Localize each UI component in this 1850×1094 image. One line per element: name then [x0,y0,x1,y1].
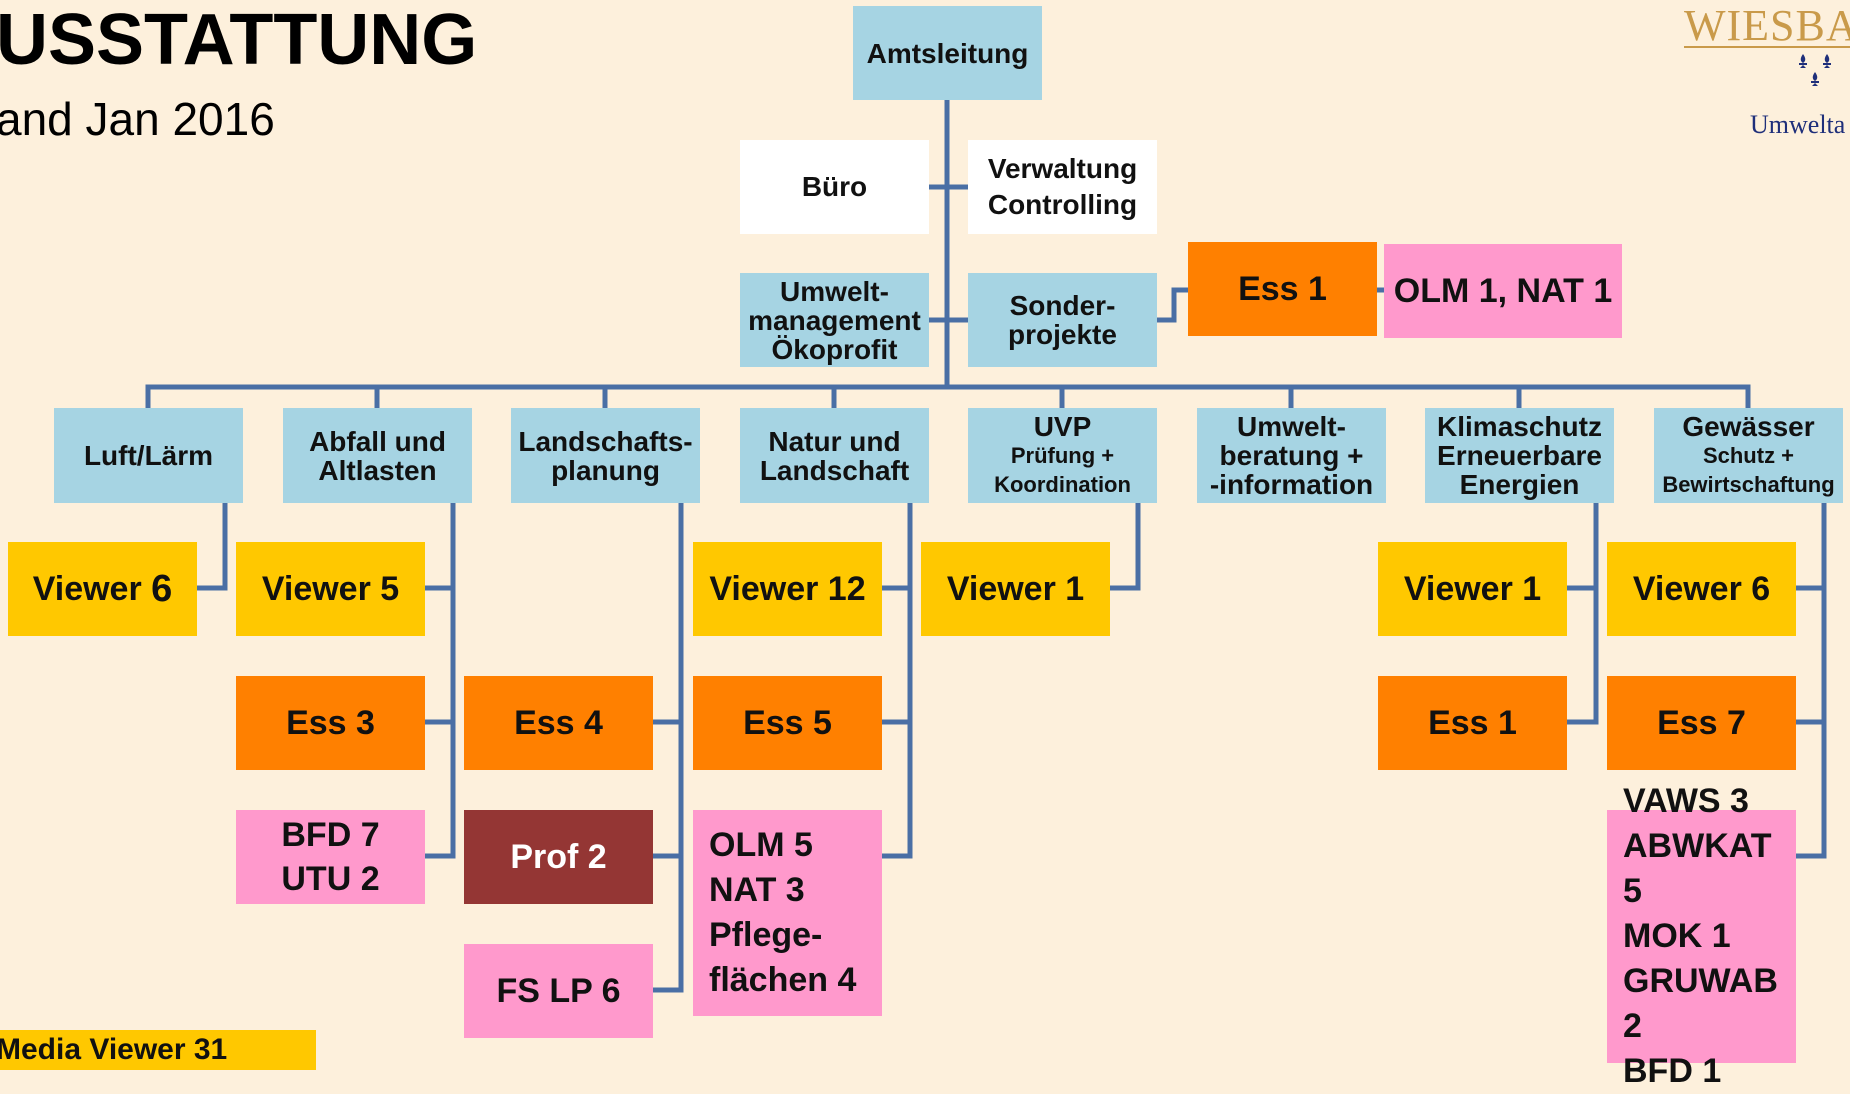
abfall-viewer-box: Viewer 5 [236,542,425,636]
gewaesser-pink-line4: GRUWAB 2 [1623,962,1778,1045]
dept-umweltberatung-line2: beratung + [1219,440,1364,471]
landschaft-prof-label: Prof 2 [510,837,607,876]
natur-viewer-label: Viewer 12 [709,569,866,608]
dept-umweltberatung-line3: -information [1209,469,1374,500]
dept-gewaesser-line1: Gewässer [1682,411,1815,442]
natur-pink-line3: Pflege- [709,916,823,954]
sonder-ess-label: Ess 1 [1238,269,1327,308]
dept-abfall-line2: Altlasten [318,454,437,486]
dept-abfall-line1: Abfall und [309,425,446,457]
sonder-ess-box: Ess 1 [1188,242,1377,336]
gewaesser-pink-line3: MOK 1 [1623,917,1731,955]
landschaft-ess-label: Ess 4 [514,703,603,742]
logo-wordmark: WIESBA [1684,1,1850,50]
dept-landschaftsplanung: Landschafts-planung [511,408,700,503]
gewaesser-pink-line5: BFD 1 [1623,1052,1722,1090]
buero-box: Büro [740,140,929,234]
natur-pink-box: OLM 5 NAT 3 Pflege-flächen 4 [693,810,882,1016]
dept-gewaesser-line2: Schutz + [1702,443,1795,468]
gewaesser-pink-line1: VAWS 3 [1623,782,1749,820]
sonderprojekte-line2: projekte [1008,319,1117,350]
org-chart-connectors [145,97,1827,993]
page-title: USSTATTUNG [0,0,478,80]
abfall-ess-box: Ess 3 [236,676,425,770]
buero-label: Büro [801,171,868,202]
dept-klima-line3: Energien [1459,469,1580,500]
natur-pink-line1: OLM 5 [709,826,813,864]
klima-ess-box: Ess 1 [1378,676,1567,770]
luft-viewer-count: 6 [151,567,173,610]
gewaesser-pink-box: VAWS 3 ABWKAT 5 MOK 1 GRUWAB 2 BFD 1 [1607,782,1796,1090]
dept-landschaft-line2: planung [551,454,660,486]
dept-landschaft-line1: Landschafts- [518,425,693,457]
logo-subtitle: Umwelta [1750,110,1846,139]
landschaft-pink-label: FS LP 6 [496,971,621,1010]
dept-natur-line2: Landschaft [759,454,910,486]
natur-viewer-box: Viewer 12 [693,542,882,636]
natur-ess-label: Ess 5 [743,703,832,742]
fleur-de-lis-icon [1795,52,1835,100]
gewaesser-viewer-box: Viewer 6 [1607,542,1796,636]
dept-uvp-line2: Prüfung + [1010,443,1115,468]
sonder-pink-box: OLM 1, NAT 1 [1384,244,1622,338]
abfall-pink-box: BFD 7 UTU 2 [236,810,425,904]
gewaesser-ess-label: Ess 7 [1657,703,1746,742]
dept-uvp-line1: UVP [1033,411,1092,442]
dept-klima-line1: Klimaschutz [1437,411,1602,442]
logo-divider [1684,46,1850,48]
abfall-ess-label: Ess 3 [286,703,375,742]
sonderprojekte-box: Sonder-projekte [968,273,1157,367]
amtsleitung-box: Amtsleitung [853,6,1042,100]
luft-viewer-box: Viewer 6 [8,542,197,636]
dept-luft-laerm: Luft/Lärm [54,408,243,503]
klima-viewer-label: Viewer 1 [1403,569,1542,608]
uvp-viewer-label: Viewer 1 [946,569,1085,608]
abfall-pink-line1: BFD 7 [281,816,380,854]
dept-umweltberatung-line1: Umwelt- [1237,411,1346,442]
natur-ess-box: Ess 5 [693,676,882,770]
media-viewer-total: Media Viewer 31 [0,1030,316,1070]
klima-ess-label: Ess 1 [1428,703,1517,742]
abfall-pink-line2: UTU 2 [281,860,380,898]
dept-uvp-line3: Koordination [994,472,1131,497]
verwaltung-line1: Verwaltung [987,153,1138,184]
abfall-viewer-label: Viewer 5 [261,569,400,608]
gewaesser-ess-box: Ess 7 [1607,676,1796,770]
amtsleitung-label: Amtsleitung [866,37,1029,69]
sonder-pink-label: OLM 1, NAT 1 [1393,271,1613,310]
natur-pink-line2: NAT 3 [709,871,805,909]
landschaft-prof-box: Prof 2 [464,810,653,904]
dept-umweltberatung: Umwelt-beratung +-information [1197,408,1386,503]
dept-gewaesser-line3: Bewirtschaftung [1662,472,1835,497]
dept-klima-line2: Erneuerbare [1437,440,1602,471]
landschaft-ess-box: Ess 4 [464,676,653,770]
gewaesser-viewer-label: Viewer 6 [1632,569,1771,608]
umweltmanagement-line2: management [748,304,921,336]
klima-viewer-box: Viewer 1 [1378,542,1567,636]
dept-natur-line1: Natur und [768,425,901,457]
umweltmanagement-line1: Umwelt- [780,275,889,307]
verwaltung-line2: Controlling [987,189,1138,220]
natur-pink-line4: flächen 4 [709,961,857,999]
sonderprojekte-line1: Sonder- [1009,290,1116,321]
page-subtitle: and Jan 2016 [0,93,275,145]
landschaft-pink-box: FS LP 6 [464,944,653,1038]
umweltmanagement-line3: Ökoprofit [771,333,898,365]
gewaesser-pink-line2: ABWKAT 5 [1623,827,1772,910]
dept-luft-label: Luft/Lärm [83,440,214,471]
uvp-viewer-box: Viewer 1 [921,542,1110,636]
luft-viewer-label: Viewer [32,569,142,608]
